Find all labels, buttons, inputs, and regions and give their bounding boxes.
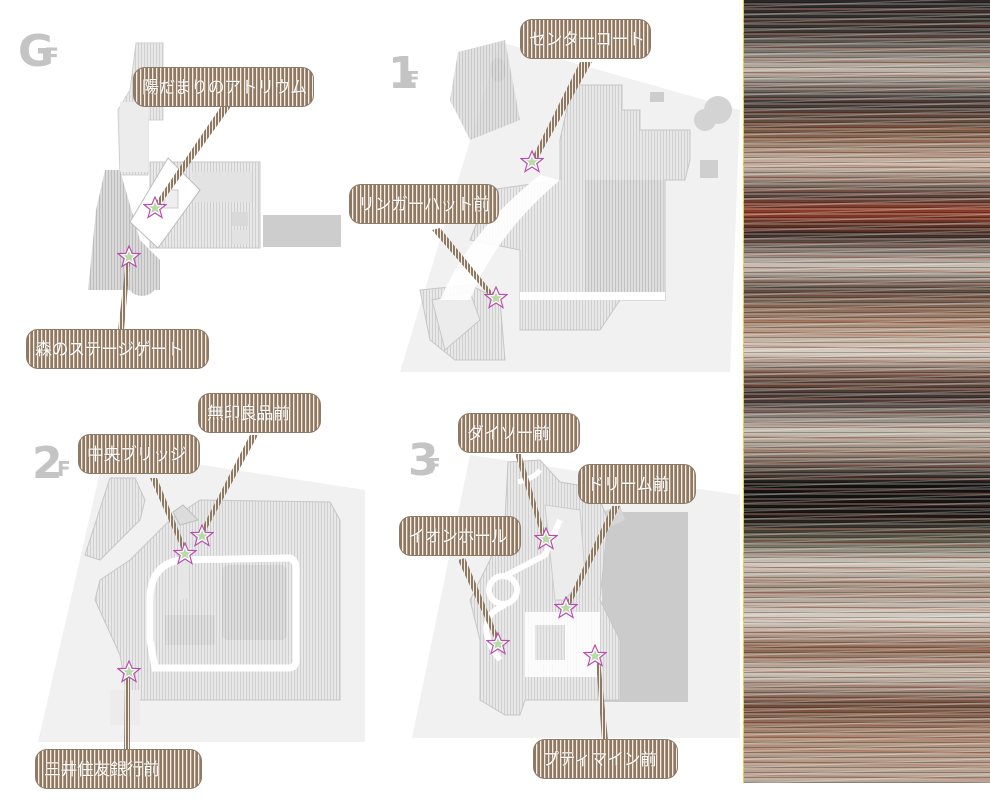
leader-line-smbc <box>124 676 130 752</box>
spot-label-dream[interactable]: ドリーム前 <box>578 464 696 504</box>
spot-label-ringer-hut[interactable]: リンガーハット前 <box>349 184 499 224</box>
spot-label-text: プティマイン前 <box>542 750 657 770</box>
spot-label-smbc[interactable]: 三井住友銀行前 <box>35 749 202 789</box>
spot-label-atrium[interactable]: 陽だまりのアトリウム <box>133 67 314 107</box>
spot-label-center-court[interactable]: センターコート <box>520 19 651 59</box>
leader-line-atrium <box>154 105 232 208</box>
floor-label-2f-suffix: F <box>57 457 71 481</box>
floor-maps-canvas: G F 1 F <box>18 26 740 752</box>
spot-label-text: 中央ブリッジ <box>87 445 187 465</box>
leader-line-daiso <box>515 454 546 538</box>
2f-building-main <box>94 499 341 701</box>
floor-label-gf: G <box>18 26 54 77</box>
leader-line-centercourt <box>531 62 592 162</box>
spot-label-text: 無印良品前 <box>207 404 290 424</box>
spot-label-text: ダイソー前 <box>467 424 550 444</box>
leader-line-ringerhut <box>432 228 497 300</box>
gf-annex <box>263 215 341 247</box>
leader-line-centralbridge <box>150 478 186 550</box>
gf-building-west <box>88 170 160 290</box>
leader-line-dream <box>566 506 620 606</box>
floor-label-gf-suffix: F <box>44 45 59 70</box>
spot-label-text: 森のステージゲート <box>35 340 184 360</box>
spot-label-petit-main[interactable]: プティマイン前 <box>533 739 678 779</box>
leader-line-stagegate <box>118 262 130 330</box>
floor-label-2f: 2 <box>32 438 63 489</box>
spot-label-text: リンガーハット前 <box>358 195 490 215</box>
leader-line-petitmain <box>596 660 608 740</box>
spot-label-daiso[interactable]: ダイソー前 <box>458 413 580 453</box>
spot-label-text: ドリーム前 <box>587 475 670 495</box>
spot-label-text: 三井住友銀行前 <box>44 760 160 780</box>
floor-label-3f: 3 <box>408 435 439 486</box>
leader-line-aeonhall <box>458 558 500 642</box>
spot-label-central-bridge[interactable]: 中央ブリッジ <box>78 434 200 474</box>
floor-label-1f: 1 <box>388 48 419 99</box>
floor-label-1f-suffix: F <box>406 67 420 91</box>
spot-label-text: イオンホール <box>408 527 508 547</box>
spot-label-text: 陽だまりのアトリウム <box>142 78 307 98</box>
spot-label-aeon-hall[interactable]: イオンホール <box>399 516 521 556</box>
floor-map-1f: 1 F <box>388 40 740 372</box>
spot-label-muji[interactable]: 無印良品前 <box>198 393 321 433</box>
floor-map-2f: 2 F <box>32 435 365 752</box>
leader-line-muji <box>200 435 258 534</box>
spot-label-text: センターコート <box>529 30 645 50</box>
photo-panel <box>743 0 990 783</box>
photo-panel-streaks <box>743 0 990 783</box>
spot-label-stage-gate[interactable]: 森のステージゲート <box>26 329 209 369</box>
floor-label-3f-suffix: F <box>427 454 441 478</box>
